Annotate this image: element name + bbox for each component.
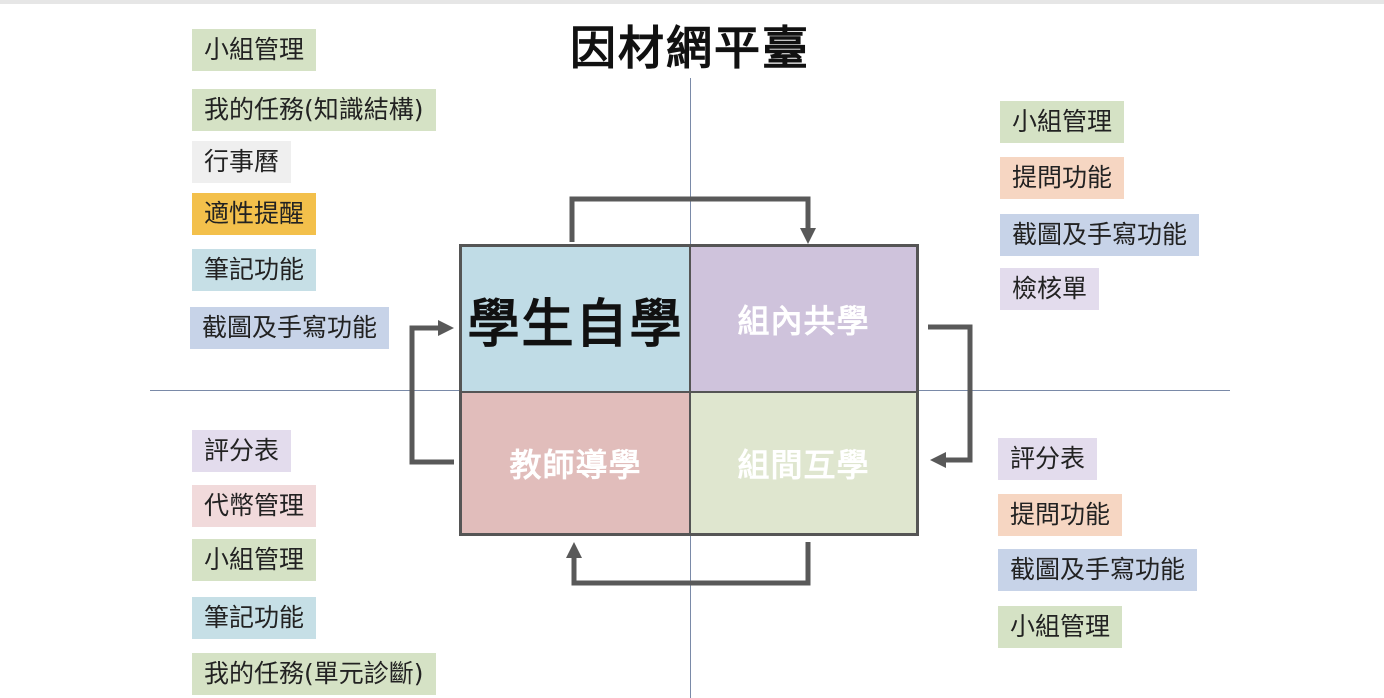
top-border: [0, 0, 1384, 4]
quadrant-grid: 學生自學 組內共學 教師導學 組間互學: [459, 244, 919, 536]
tr-tag-0: 小組管理: [1000, 101, 1125, 143]
bl-tag-4: 我的任務(單元診斷): [192, 653, 436, 695]
tl-tag-2: 行事曆: [192, 141, 292, 183]
diagram-title: 因材網平臺: [570, 21, 810, 75]
quadrant-group-inner: 組內共學: [691, 247, 916, 393]
tl-tag-3: 適性提醒: [192, 193, 317, 235]
arrow-inner-to-inter: [928, 324, 973, 469]
tl-tag-4: 筆記功能: [192, 249, 317, 291]
quadrant-teacher-guide-label: 教師導學: [509, 446, 642, 484]
br-tag-1: 提問功能: [998, 494, 1123, 536]
tr-tag-1: 提問功能: [1000, 157, 1125, 199]
br-tag-2: 截圖及手寫功能: [998, 549, 1198, 591]
tl-tag-1: 我的任務(知識結構): [192, 89, 436, 131]
tr-tag-3: 檢核單: [1000, 268, 1100, 310]
tl-tag-5: 截圖及手寫功能: [190, 307, 390, 349]
tr-tag-2: 截圖及手寫功能: [1000, 214, 1200, 256]
br-tag-3: 小組管理: [998, 606, 1123, 648]
br-tag-0: 評分表: [998, 438, 1098, 480]
quadrant-student-self: 學生自學: [462, 247, 691, 393]
quadrant-group-inner-label: 組內共學: [737, 302, 870, 340]
bl-tag-3: 筆記功能: [192, 597, 317, 639]
quadrant-group-inter: 組間互學: [691, 393, 916, 533]
quadrant-group-inter-label: 組間互學: [737, 446, 870, 484]
bl-tag-0: 評分表: [192, 430, 292, 472]
tl-tag-0: 小組管理: [192, 29, 317, 71]
arrow-self-to-inner: [569, 196, 817, 245]
quadrant-teacher-guide: 教師導學: [462, 393, 691, 533]
arrow-teacher-to-self: [409, 319, 455, 465]
arrow-inter-to-teacher: [565, 541, 811, 586]
bl-tag-2: 小組管理: [192, 539, 317, 581]
quadrant-student-self-label: 學生自學: [467, 294, 684, 355]
bl-tag-1: 代幣管理: [192, 485, 317, 527]
